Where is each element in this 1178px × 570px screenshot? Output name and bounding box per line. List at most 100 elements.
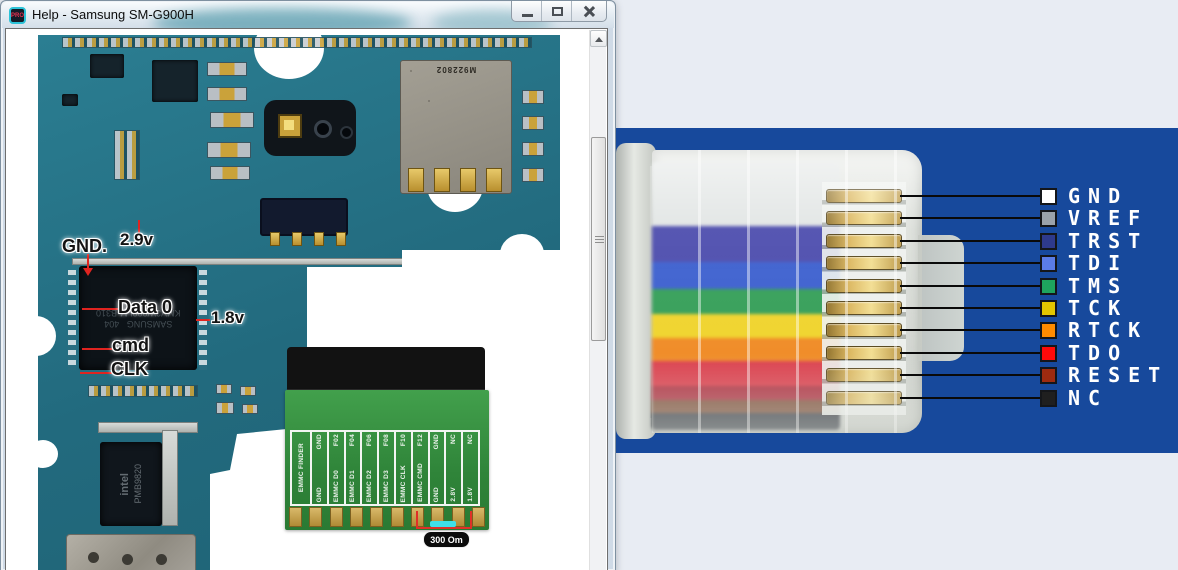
finder-top-label: F04 (349, 434, 357, 447)
minimize-button[interactable] (512, 1, 542, 21)
pin-label: TDI (1068, 251, 1129, 275)
leader-line (900, 374, 1042, 376)
cpu-chip: intel PMB9820 (100, 442, 162, 526)
scrollbar-thumb[interactable] (591, 137, 606, 341)
pcb-component (216, 384, 232, 394)
v29-pointer-line (138, 220, 140, 233)
board-cutout (38, 440, 58, 468)
finder-top-label: F10 (399, 434, 407, 447)
window-title: Help - Samsung SM-G900H (32, 7, 194, 22)
resistor-label: 300 Om (430, 534, 463, 545)
rj45-pin-5 (826, 279, 902, 293)
annotation-gnd: GND. (62, 236, 107, 256)
rj45-wire-bundle (652, 162, 840, 430)
leader-line (900, 240, 1042, 242)
shield-frame (162, 430, 178, 526)
pcb-component (68, 270, 76, 370)
pcb-component (207, 87, 247, 101)
pcb-component (240, 386, 256, 396)
board-cutout (500, 234, 544, 274)
wire-yellow (652, 314, 840, 338)
pinout-row: GND (1040, 185, 1128, 207)
pcb-component (210, 112, 254, 128)
shield-hole (122, 554, 133, 565)
annotation-clk: CLK (111, 359, 148, 379)
pcb-component (242, 404, 258, 414)
restore-icon (552, 7, 563, 16)
scroll-up-button[interactable] (590, 30, 607, 47)
pcb-component (408, 168, 424, 192)
pcb-component (114, 130, 140, 180)
rj45-pin-9 (826, 368, 902, 382)
finder-top-label: F08 (383, 434, 391, 447)
pcb-component (486, 168, 502, 192)
finder-bottom-label: EMMC D0 (332, 469, 340, 502)
pin-label: RTCK (1068, 318, 1149, 342)
pinout-row: NC (1040, 387, 1108, 409)
pinout-row: TDO (1040, 342, 1128, 364)
wire-blue (652, 262, 840, 289)
wire-violet (652, 226, 840, 262)
color-swatch (1040, 389, 1057, 407)
finder-bottom-label: GND (315, 486, 323, 502)
annotation-18v: 1.8v (211, 308, 245, 327)
emmc-code: 404 (103, 319, 119, 329)
leader-line (900, 285, 1042, 287)
finder-pad (350, 507, 363, 527)
resistor-bracket (416, 511, 418, 529)
color-swatch (1040, 232, 1057, 250)
gnd-pointer-line (87, 254, 89, 270)
help-window: PRO Help - Samsung SM-G900H (0, 0, 616, 570)
pcb-component (216, 402, 234, 414)
rj45-cable-boot (616, 143, 656, 439)
finder-pad (289, 507, 302, 527)
pcb-component (210, 166, 250, 180)
finder-side-column: EMMC FINDER (292, 432, 310, 504)
metal-shield (66, 534, 196, 570)
shield-hole (156, 554, 167, 565)
leader-line (900, 352, 1042, 354)
pcb-component (460, 168, 476, 192)
rj45-pin-10 (826, 391, 902, 405)
v18-pointer-line (196, 319, 210, 321)
pcb-component (207, 62, 247, 76)
finder-top-label: NC (450, 434, 458, 444)
restore-button[interactable] (542, 1, 572, 21)
pin-label: TDO (1068, 341, 1129, 365)
resistor-badge: 300 Om (423, 531, 470, 548)
leader-line (900, 262, 1042, 264)
rj45-pin-7 (826, 323, 902, 337)
board-cutout (254, 35, 324, 79)
sd-slot-marking: M922802 (435, 65, 477, 74)
finder-bottom-label: EMMC CLK (399, 464, 407, 502)
annotation-cmd: cmd (112, 335, 150, 355)
resistor-bracket (416, 527, 472, 529)
leader-line (900, 329, 1042, 331)
vertical-scrollbar[interactable] (589, 30, 607, 570)
rj45-pin-6 (826, 301, 902, 315)
pcb-component (522, 90, 544, 104)
rj45-latch (918, 235, 964, 361)
finder-bottom-label: EMMC D2 (366, 469, 374, 502)
color-swatch (1040, 277, 1057, 295)
pcb-component (152, 60, 198, 102)
window-controls (511, 1, 607, 22)
app-icon[interactable]: PRO (9, 7, 26, 24)
finder-bottom-label: EMMC D3 (383, 469, 391, 502)
close-button[interactable] (572, 1, 606, 21)
leader-line (900, 217, 1042, 219)
finder-pad (472, 507, 485, 527)
pin-label: GND (1068, 184, 1129, 208)
finder-top-label: F12 (416, 434, 424, 447)
wire-brown (652, 400, 840, 413)
finder-side-label: EMMC FINDER (297, 443, 305, 493)
pcb-component (90, 54, 124, 78)
finder-pad (330, 507, 343, 527)
